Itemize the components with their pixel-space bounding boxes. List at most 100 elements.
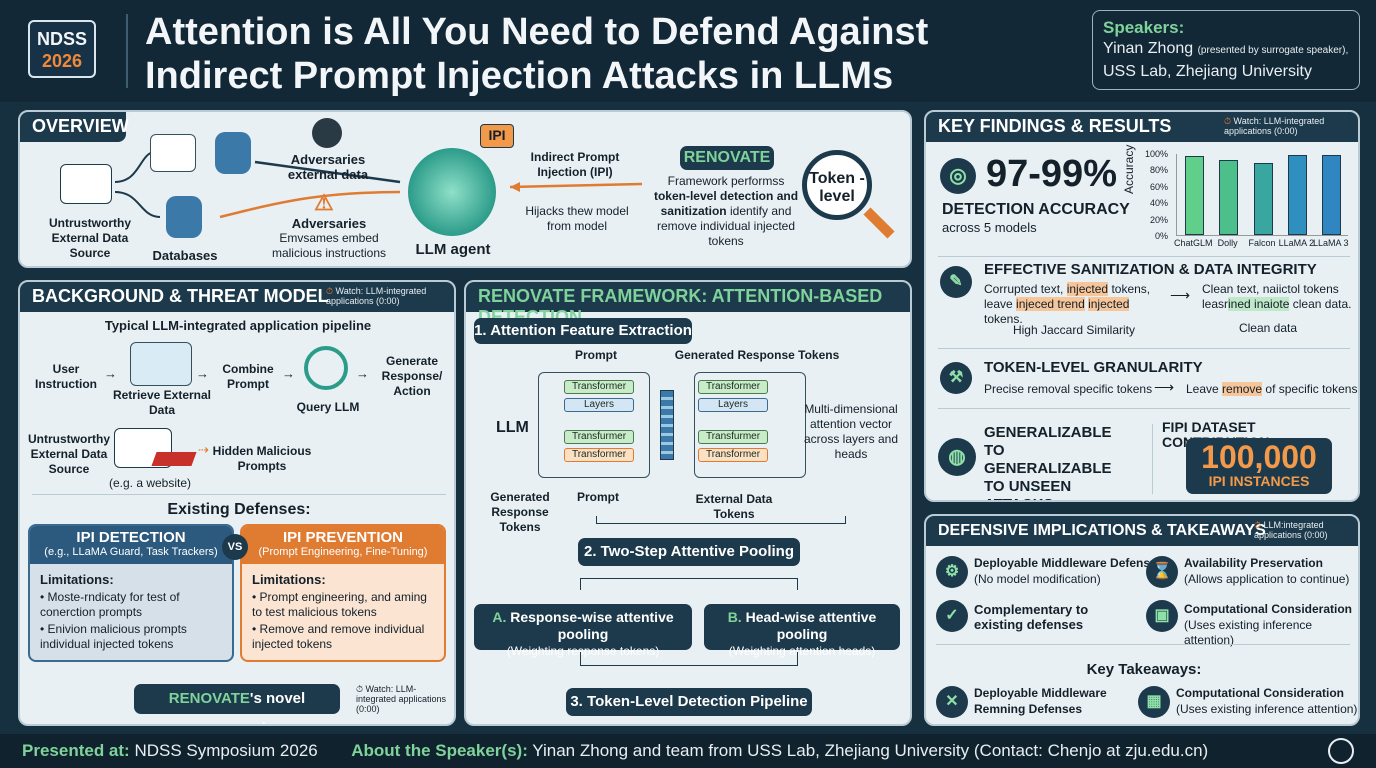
transformer-left-2: Transfurmer [564,430,634,444]
framework-panel: RENOVATE FRAMEWORK: ATTENTION-BASED DETE… [464,280,912,726]
step1-pill: 1. Attention Feature Extraction [474,318,692,344]
globe-icon [150,134,196,172]
key-2-title: Computational Consideration [1176,686,1344,700]
multi-dim-label: Multi-dimensional attention vector acros… [803,402,899,461]
prevention-lim-2: • Remove and remove individual injected … [252,622,425,651]
ipi-detection-card: IPI DETECTION(e.g., LLaMA Guard, Task Tr… [28,524,234,662]
accuracy-label: DETECTION ACCURACY [942,201,1130,218]
chart-ytick: 100% [1144,149,1168,159]
divider [32,494,446,495]
chart-xtick: ChatGLM [1173,238,1213,248]
divider [938,348,1350,349]
findings-watch[interactable]: ⏱ Watch: LLM-integrated applications (0:… [1224,116,1325,136]
prevention-header: IPI PREVENTION(Prompt Engineering, Fine-… [242,526,444,564]
arrow-icon: → [104,366,117,381]
vs-badge: VS [222,534,248,560]
brain-icon [408,148,496,236]
key-1-sub: Remning Defenses [974,702,1083,716]
overview-heading: OVERVIEW [20,112,129,142]
website-label: (e.g. a website) [108,476,192,490]
transformer-left-1: Transformer [564,380,634,394]
ipi-badge: IPI [480,124,514,148]
adversaries-data-label: Adversaries external data [287,152,369,182]
hacker-icon [312,118,342,148]
background-heading: BACKGROUND & THREAT MODEL [20,282,454,312]
chart-plot [1176,154,1348,236]
speakers-box: Speakers: Yinan Zhong (presented by surr… [1092,10,1360,90]
adversaries-embed-label: Adversaries [291,216,367,231]
combine-label: Combine Prompt [222,362,274,391]
chart-xtick: Falcon [1248,238,1276,248]
connector [596,516,846,524]
impl-4-sub: (Uses existing inference attention) [1184,618,1313,647]
layers-left: Layers [564,398,634,412]
impl-2-title: Availability Preservation [1184,556,1323,570]
sanit-left: Corrupted text, injected tokens, leave i… [984,282,1151,326]
renovate-badge: RENOVATE [680,146,774,170]
arrow-icon: ⟶ [1170,287,1191,303]
prompt-bottom-label: Prompt [577,490,619,504]
globe-icon: ◍ [938,438,976,476]
impl-4-title: Computational Consideration [1184,602,1352,616]
chart-xtick: LLaMA 3 [1313,238,1349,248]
malicious-icon [151,452,197,466]
transformer-right-2: Transfurmer [698,430,768,444]
llm-logo-icon [304,346,348,390]
databases-label: Databases [152,248,218,263]
key-2-sub: (Uses existing inference attention) [1176,702,1358,716]
arrow-icon: ⇢ [198,442,209,457]
page-title: Attention is All You Need to Defend Agai… [145,11,929,97]
gen-resp-label: Generated Response Tokens [490,490,550,534]
chip-icon: ▦ [1138,686,1170,718]
overview-arrows [114,151,643,219]
head-pooling-box: B. Head-wise attentive pooling(Weighting… [704,604,900,658]
fipi-label: IPI INSTANCES [1208,473,1310,489]
tool-icon: ⚒ [940,362,972,394]
transformer-right-3: Transformer [698,448,768,462]
divider [936,644,1350,645]
framework-heading: RENOVATE FRAMEWORK: ATTENTION-BASED DETE… [466,282,910,327]
warning-icon: ⚠ [314,190,334,215]
token-level-label: Token -level [809,170,865,205]
key-1-title: Deployable Middleware [974,686,1107,700]
checklist-icon: ✓ [936,600,968,632]
hourglass-icon: ⌛ [1146,556,1178,588]
step2-pill: 2. Two-Step Attentive Pooling [578,538,800,566]
impl-1-title: Deployable Middleware Defense [974,556,1157,570]
background-watch[interactable]: ⏱ Watch: LLM-integrated applications (0:… [326,286,427,306]
overview-panel: OVERVIEW Untrustworthy External Data Sou… [18,110,912,268]
implications-watch[interactable]: ⏱ LLM:integrated applications (0:00) [1254,520,1328,540]
transformer-left-3: Transformer [564,448,634,462]
chart-ytick: 40% [1149,198,1168,209]
generate-label: Generate Response/ Action [381,354,443,398]
detection-header: IPI DETECTION(e.g., LLaMA Guard, Task Tr… [30,526,232,564]
transformer-right-1: Transformer [698,380,768,394]
prevention-lim-label: Limitations: [252,572,326,587]
llm-agent-label: LLM agent [415,241,491,258]
database-icon [215,132,251,174]
impl-2-sub: (Allows application to continue) [1184,572,1350,586]
query-label: Query LLM [296,400,360,414]
chart-ytick: 0% [1154,231,1168,241]
sanit-right: Clean text, naiictol tokens leasrined in… [1202,282,1352,311]
findings-heading: KEY FINDINGS & RESULTS [926,112,1358,142]
framework-desc: Framework performss token-level detectio… [653,174,799,248]
gen-tokens-label: Generated Response Tokens [674,348,840,362]
llm-stack-left [538,372,650,478]
key-takeaways-label: Key Takeaways: [1086,661,1202,678]
gen-title: GENERALIZABLE TO GENERALIZABLE TO UNSEEN… [984,424,1112,500]
ext-data-label: External Data Tokens [695,492,773,521]
openai-logo-icon [1328,738,1354,764]
chart-ytick: 60% [1149,181,1168,192]
arrow-icon: ⟶ [1154,379,1175,395]
chart-xtick: LLaMA 2 [1278,238,1315,248]
background-watch-2[interactable]: ⏱ Watch: LLM-integrated applications (0:… [356,684,447,714]
clean-label: Clean data [1238,321,1298,335]
chart-xtick: Dolly [1217,238,1238,248]
arrow-icon: → [282,366,295,381]
header-divider [126,14,128,88]
chart-bar [1184,156,1204,235]
impl-3-title: Complementary to existing defenses [974,602,1089,632]
